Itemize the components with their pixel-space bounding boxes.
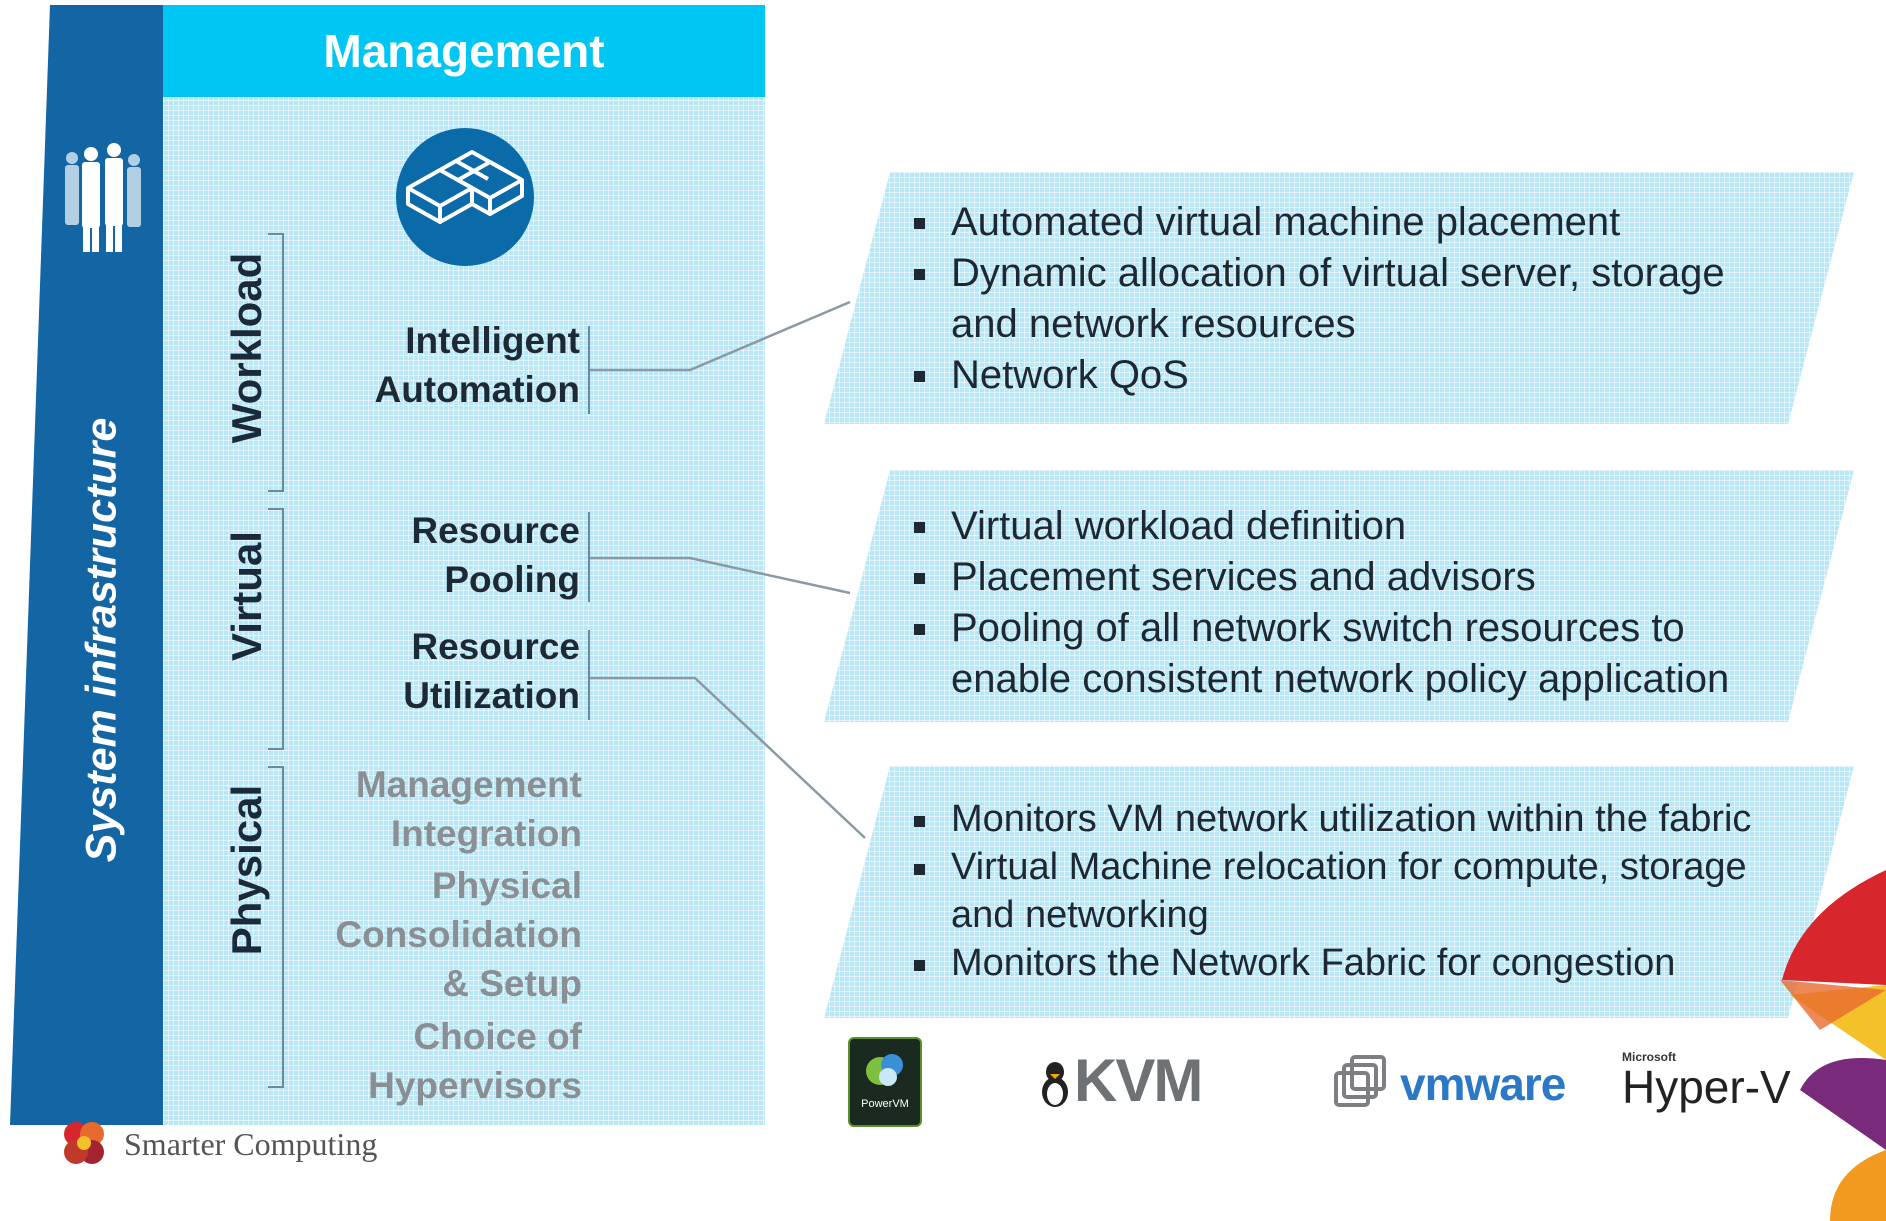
people-icon xyxy=(65,143,141,252)
smarter-computing-brand: Smarter Computing xyxy=(58,1118,377,1170)
workload-bracket xyxy=(268,233,284,492)
hyperv-microsoft-text: Microsoft xyxy=(1622,1050,1676,1064)
cube-badge xyxy=(396,128,534,266)
powervm-logo-icon xyxy=(866,1054,903,1086)
function-divider xyxy=(588,512,590,602)
callout-intelligent-automation xyxy=(824,172,1854,424)
kvm-logo-text: KVM xyxy=(1074,1046,1203,1114)
kvm-logo: KVM xyxy=(1036,1046,1203,1114)
kvm-penguin-icon xyxy=(1042,1062,1068,1107)
bullet-item: Network QoS xyxy=(914,350,1754,401)
vmware-squares-icon xyxy=(1334,1055,1386,1107)
bullet-list-utilization: Monitors VM network utilization within t… xyxy=(914,795,1814,987)
smarter-petals-decoration xyxy=(1780,870,1886,1221)
vmware-logo: vmware xyxy=(1332,1052,1566,1116)
powervm-logo: PowerVM xyxy=(848,1037,922,1127)
bullet-item: Pooling of all network switch resources … xyxy=(914,603,1814,705)
virtual-bracket xyxy=(268,508,284,750)
smarter-computing-flower-icon xyxy=(64,1122,104,1164)
management-panel xyxy=(163,95,765,1125)
hyperv-logo-text: Hyper-V xyxy=(1622,1061,1791,1113)
connector-utilization xyxy=(590,676,866,839)
bullet-list-automation: Automated virtual machine placement Dyna… xyxy=(914,197,1754,401)
bullet-item: Virtual workload definition xyxy=(914,501,1814,552)
callout-resource-pooling xyxy=(824,470,1854,722)
function-divider xyxy=(588,326,590,414)
bullet-item: Placement services and advisors xyxy=(914,552,1814,603)
cube-icon xyxy=(406,150,524,224)
connector-automation xyxy=(590,300,851,372)
bullet-item: Automated virtual machine placement xyxy=(914,197,1754,248)
powervm-logo-text: PowerVM xyxy=(861,1098,909,1110)
callout-resource-utilization xyxy=(824,766,1854,1018)
bullet-item: Virtual Machine relocation for compute, … xyxy=(914,843,1814,939)
bullet-item: Monitors VM network utilization within t… xyxy=(914,795,1814,843)
bullet-list-pooling: Virtual workload definition Placement se… xyxy=(914,501,1814,705)
management-header: Management xyxy=(163,5,765,97)
vmware-logo-text: vmware xyxy=(1400,1058,1566,1110)
bullet-item: Monitors the Network Fabric for congesti… xyxy=(914,939,1814,987)
hyperv-logo: Microsoft Hyper-V xyxy=(1622,1050,1792,1114)
function-divider xyxy=(588,630,590,720)
bullet-item: Dynamic allocation of virtual server, st… xyxy=(914,248,1754,350)
physical-bracket xyxy=(268,766,284,1088)
connector-pooling xyxy=(590,556,851,595)
smarter-computing-text: Smarter Computing xyxy=(124,1125,378,1162)
